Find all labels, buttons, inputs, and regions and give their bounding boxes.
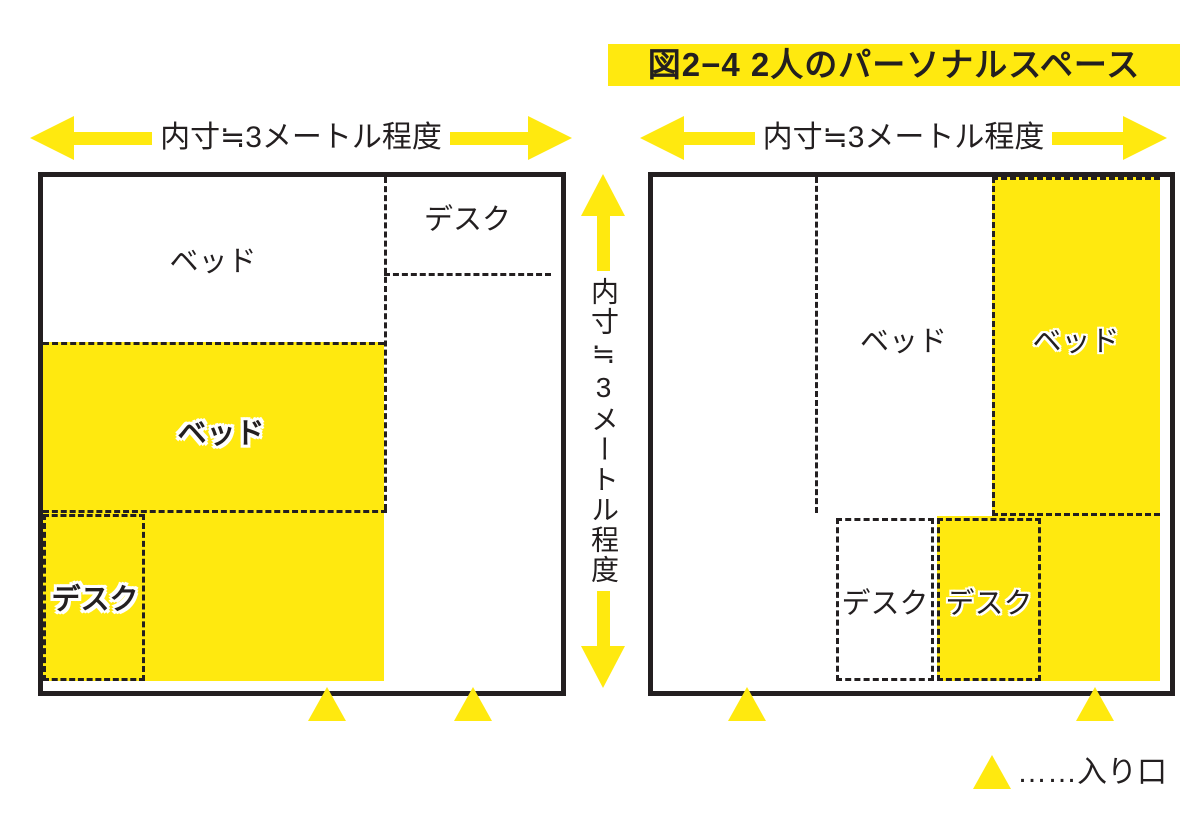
arrow-shaft	[1052, 131, 1124, 145]
bed-label-highlighted: ベッド	[177, 418, 265, 450]
legend-entrance-triangle-icon	[973, 755, 1011, 789]
width-dimension-label-left-room: 内寸≒3メートル程度	[152, 115, 450, 161]
desk-label: デスク	[423, 204, 511, 236]
desk-label-highlighted: デスク	[51, 584, 139, 616]
arrowhead-left-icon	[640, 116, 684, 160]
bed-boundary-dashed-line	[43, 342, 384, 345]
room-left-floorplan: ベッド デスク ベッド デスク	[38, 172, 566, 696]
width-dimension-arrow-right-room: 内寸≒3メートル程度	[640, 115, 1168, 161]
arrow-shaft	[684, 131, 755, 145]
entrance-triangle-icon	[454, 687, 492, 721]
highlighted-bed-area	[992, 177, 1160, 516]
width-dimension-label-right-room: 内寸≒3メートル程度	[754, 115, 1053, 161]
zone-divider-dashed-line	[43, 510, 387, 513]
desk-boundary-dashed-line	[384, 273, 551, 276]
arrow-shaft	[596, 591, 610, 646]
arrow-shaft	[74, 131, 153, 145]
bed-boundary-dashed-line	[815, 177, 818, 513]
bed-label: ベッド	[169, 246, 257, 278]
arrowhead-left-icon	[30, 116, 74, 160]
room-right-floorplan: ベッド ベッド デスク デスク	[648, 172, 1175, 696]
desk-outline	[836, 518, 934, 681]
entrance-triangle-icon	[308, 687, 346, 721]
width-dimension-arrow-left-room: 内寸≒3メートル程度	[30, 115, 573, 161]
arrowhead-right-icon	[1123, 116, 1168, 160]
bed-label-highlighted: ベッド	[1032, 326, 1120, 358]
arrow-shaft	[596, 216, 610, 271]
height-dimension-label: 内寸≒3メートル程度	[583, 271, 623, 591]
bed-label: ベッド	[859, 326, 947, 358]
highlighted-floor-area	[937, 516, 1160, 681]
desk-label: デスク	[841, 588, 929, 620]
entrance-triangle-icon	[1076, 687, 1114, 721]
legend-entrance-label: ……入り口	[1017, 756, 1167, 789]
arrowhead-right-icon	[528, 116, 573, 160]
figure-title: 図2−4 2人のパーソナルスペース	[608, 44, 1180, 86]
desk-outline-highlighted	[937, 518, 1041, 681]
arrow-shaft	[449, 131, 529, 145]
arrowhead-up-icon	[581, 174, 625, 216]
desk-label-highlighted: デスク	[945, 588, 1033, 620]
height-dimension-arrow: 内寸≒3メートル程度	[580, 174, 626, 688]
desk-outline	[43, 514, 145, 681]
entrance-triangle-icon	[728, 687, 766, 721]
partition-dashed-line	[384, 177, 387, 510]
arrowhead-down-icon	[581, 646, 625, 688]
